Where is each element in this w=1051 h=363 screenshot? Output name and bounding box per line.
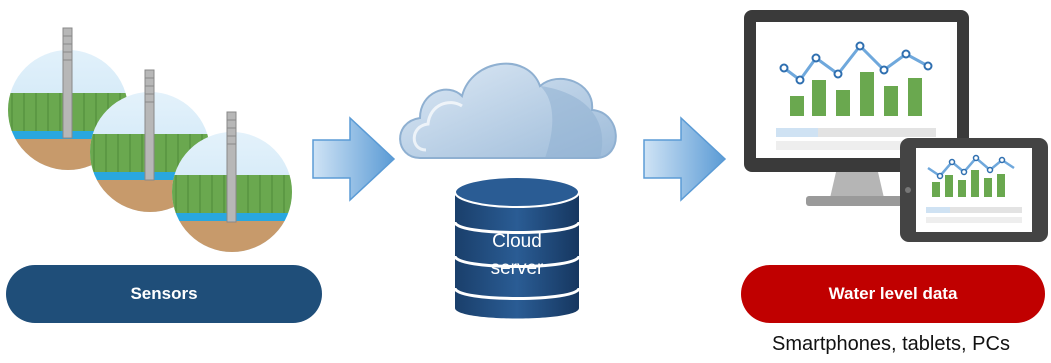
cloud-server-label-line2: server: [490, 258, 544, 279]
tablet-icon: [900, 138, 1048, 242]
sensor-icon-3: [172, 111, 292, 252]
water-level-data-label: Water level data: [741, 265, 1045, 323]
arrow-right-icon-2: [643, 116, 727, 202]
arrow-right-icon-1: [312, 116, 396, 202]
monitor-icon: [744, 10, 969, 206]
sensors-label-text: Sensors: [130, 284, 198, 303]
cloud-icon: [399, 62, 617, 159]
database-icon: [453, 176, 581, 319]
water-level-data-label-text: Water level data: [828, 284, 958, 303]
devices-caption: Smartphones, tablets, PCs: [772, 333, 1010, 355]
sensors-label: Sensors: [6, 265, 322, 323]
cloud-server-label-line1: Cloud: [492, 231, 542, 252]
